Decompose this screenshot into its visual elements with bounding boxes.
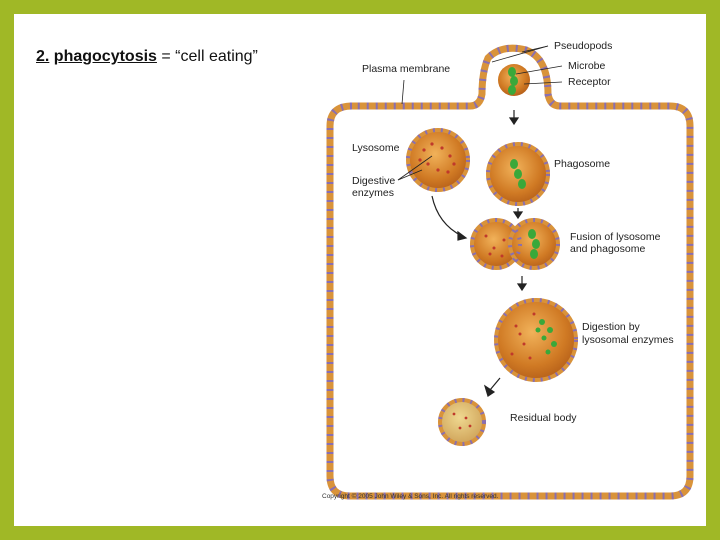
phagosome <box>486 142 550 206</box>
label-fusion-line2: and phagosome <box>570 243 645 255</box>
heading-number: 2. <box>36 48 50 65</box>
label-microbe: Microbe <box>568 60 606 72</box>
label-receptor: Receptor <box>568 76 611 88</box>
heading-term: phagocytosis <box>53 48 157 65</box>
process-arrows <box>431 110 528 397</box>
label-pseudopods: Pseudopods <box>554 40 612 52</box>
fusion-vesicles <box>470 218 560 270</box>
label-fusion-line1: Fusion of lysosome <box>570 231 661 243</box>
label-residual-body: Residual body <box>510 412 577 424</box>
label-digestive-line2: enzymes <box>352 187 394 199</box>
digestion-vesicle <box>494 298 578 382</box>
slide: 2. phagocytosis = “cell eating” <box>14 14 706 526</box>
heading-definition: “cell eating” <box>175 48 258 65</box>
engulfed-microbe <box>498 64 530 96</box>
label-digestion-line2: lysosomal enzymes <box>582 334 674 346</box>
copyright-notice: Copyright © 2005 John Wiley & Sons, Inc.… <box>322 492 499 500</box>
label-leaders <box>397 45 563 181</box>
phagocytosis-diagram: Pseudopods Plasma membrane Microbe Recep… <box>322 40 694 500</box>
label-digestive-line1: Digestive <box>352 175 395 187</box>
label-lysosome: Lysosome <box>352 142 400 154</box>
label-digestion-line1: Digestion by <box>582 321 641 333</box>
residual-body <box>438 398 486 446</box>
slide-heading: 2. phagocytosis = “cell eating” <box>36 48 258 66</box>
label-phagosome: Phagosome <box>554 158 610 170</box>
plasma-membrane <box>326 44 694 500</box>
label-plasma-membrane: Plasma membrane <box>362 63 450 75</box>
lysosome <box>406 128 470 192</box>
heading-separator: = <box>156 48 176 65</box>
